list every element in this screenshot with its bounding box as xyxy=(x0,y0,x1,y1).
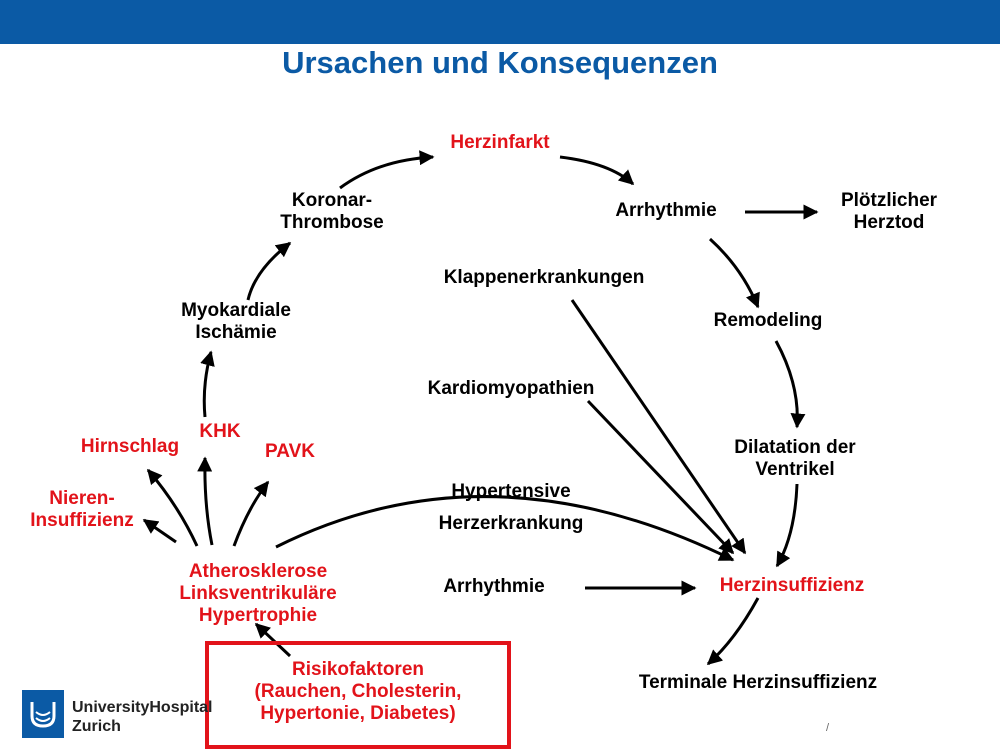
arrow-remodeling-dilatation xyxy=(774,340,806,429)
node-kardiomyopathien: Kardiomyopathien xyxy=(427,378,595,399)
header-bar xyxy=(0,0,1000,44)
arrow-athero-pavk xyxy=(232,480,270,547)
arrow-dilatation-herzinsuffizienz xyxy=(775,483,799,568)
arrow-thrombose-herzinfarkt xyxy=(339,150,435,190)
node-nieren-insuffizienz: Nieren- Insuffizienz xyxy=(30,488,134,531)
arrow-khk-ischaemie xyxy=(200,350,215,418)
university-hospital-logo-icon xyxy=(22,690,64,738)
node-hirnschlag: Hirnschlag xyxy=(80,436,180,457)
node-ploetzlicher-herztod: Plötzlicher Herztod xyxy=(840,190,938,233)
node-koronar-thrombose: Koronar- Thrombose xyxy=(280,190,384,233)
slide-title: Ursachen und Konsequenzen xyxy=(282,45,718,80)
arrow-ischaemie-thrombose xyxy=(246,241,292,301)
node-herzinfarkt: Herzinfarkt xyxy=(450,132,550,153)
page-number: / xyxy=(826,722,830,734)
logo-wordmark: UniversityHospital Zurich xyxy=(72,699,213,735)
node-dilatation-ventrikel: Dilatation der Ventrikel xyxy=(734,437,856,480)
node-arrhythmie-bottom: Arrhythmie xyxy=(443,576,545,597)
node-klappenerkrankungen: Klappenerkrankungen xyxy=(443,267,645,288)
node-arrhythmie-top: Arrhythmie xyxy=(615,200,717,221)
arrow-herzinfarkt-arrhythmie xyxy=(559,155,635,186)
node-herzinsuffizienz: Herzinsuffizienz xyxy=(719,575,865,596)
arrow-athero-hirnschlag xyxy=(146,468,199,547)
arrow-athero-khk xyxy=(197,456,214,546)
node-risikofaktoren: Risikofaktoren (Rauchen, Cholesterin, Hy… xyxy=(254,659,462,724)
arrow-herzinsuffizienz-terminale xyxy=(706,597,760,666)
arrow-athero-niereninsuffizienz xyxy=(142,518,177,544)
arrow-arrhythmie-remodeling xyxy=(708,237,760,309)
node-remodeling: Remodeling xyxy=(713,310,823,331)
arrow-risiko-atherosklerose xyxy=(254,622,292,658)
node-khk: KHK xyxy=(199,421,241,442)
node-hypertensive-herzerkrankung: Hypertensive Herzerkrankung xyxy=(438,481,584,534)
node-atherosklerose-lvh: Atherosklerose Linksventrikuläre Hypertr… xyxy=(179,561,337,626)
node-terminale-herzinsuffizienz: Terminale Herzinsuffizienz xyxy=(638,672,878,693)
node-myokardiale-ischaemie: Myokardiale Ischämie xyxy=(181,300,291,343)
node-pavk: PAVK xyxy=(265,441,315,462)
arrow-athero-herzinsuffizienz xyxy=(275,495,735,562)
risikofaktoren-box xyxy=(205,641,511,749)
arrow-kardiomyo-herzinsuffizienz xyxy=(586,399,735,555)
arrow-klappen-herzinsuffizienz xyxy=(570,299,747,555)
